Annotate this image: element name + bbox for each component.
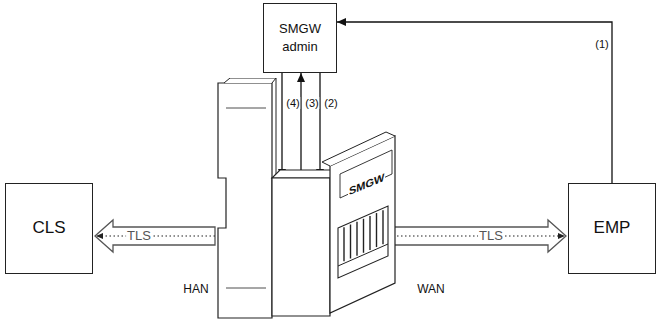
network-label: WAN	[417, 283, 445, 296]
gateway-device: SMGW	[210, 78, 396, 322]
protocol-label: TLS	[478, 229, 504, 243]
connector	[320, 73, 321, 178]
device-box: CLS	[5, 183, 93, 274]
step-number: (2)	[323, 97, 338, 109]
connector	[301, 73, 302, 178]
step-number: (1)	[594, 38, 609, 50]
step-number: (3)	[304, 97, 319, 109]
server-box: SMGW admin	[263, 3, 337, 73]
gateway-illustration	[210, 78, 396, 322]
server-box: EMP	[568, 183, 656, 274]
node-label: SMGW admin	[264, 18, 336, 57]
node-label: CLS	[28, 215, 69, 242]
protocol-label: TLS	[126, 229, 152, 243]
connector	[393, 220, 566, 252]
step-number: (4)	[285, 97, 300, 109]
connector	[282, 73, 283, 178]
network-label: HAN	[183, 283, 208, 296]
connector	[95, 220, 215, 252]
node-label: EMP	[590, 215, 635, 242]
